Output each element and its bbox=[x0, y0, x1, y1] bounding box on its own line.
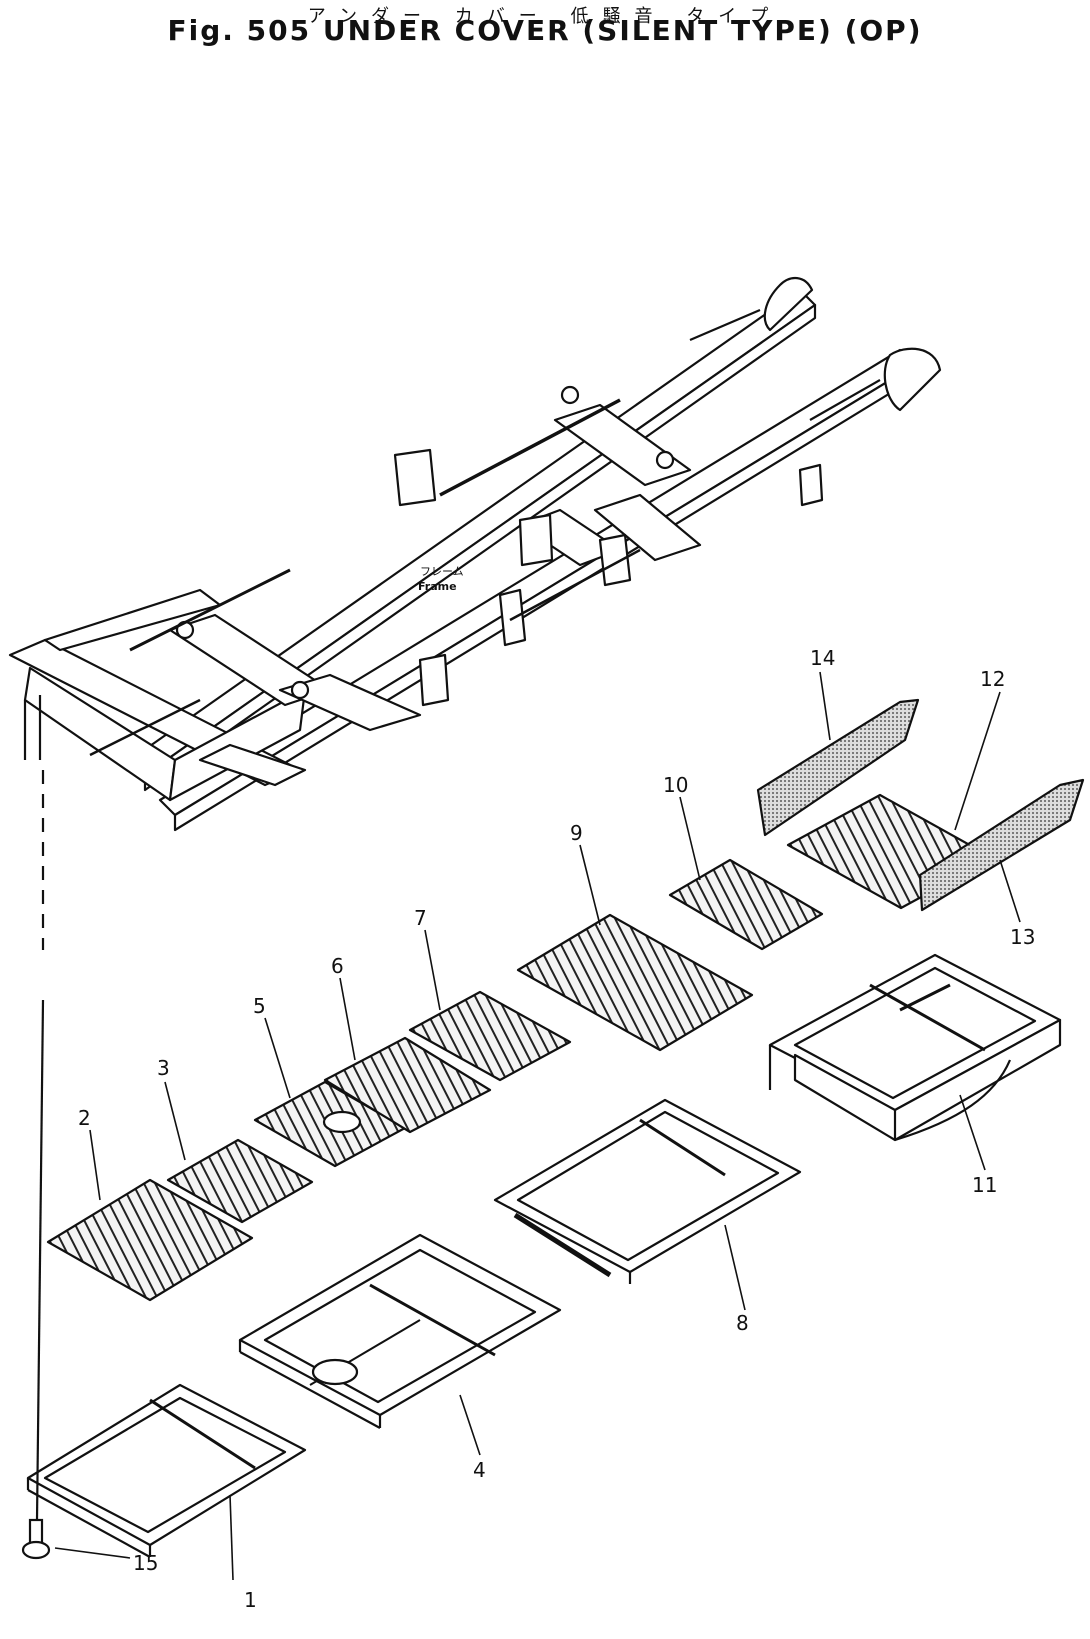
leader-lines bbox=[54, 671, 1021, 1581]
callout-3: 3 bbox=[157, 1056, 170, 1080]
callout-10: 10 bbox=[663, 773, 688, 797]
callout-4: 4 bbox=[473, 1458, 486, 1482]
grate-cover-7 bbox=[408, 990, 572, 1082]
bolt-15 bbox=[21, 770, 51, 1560]
callout-8: 8 bbox=[736, 1311, 749, 1335]
frame-label-japanese: フレーム bbox=[420, 565, 464, 578]
callout-11: 11 bbox=[972, 1173, 997, 1197]
under-cover-tray-11 bbox=[768, 953, 1062, 1142]
under-cover-tray-4 bbox=[238, 1233, 562, 1429]
callout-13: 13 bbox=[1010, 925, 1035, 949]
grate-cover-3 bbox=[166, 1138, 314, 1224]
under-cover-tray-8 bbox=[493, 1098, 802, 1284]
callout-6: 6 bbox=[331, 954, 344, 978]
callout-12: 12 bbox=[980, 667, 1005, 691]
figure-title: Fig. 505 UNDER COVER (SILENT TYPE) (OP) bbox=[167, 14, 923, 47]
vehicle-frame bbox=[8, 277, 942, 832]
side-panel-13 bbox=[918, 778, 1085, 912]
grate-cover-9 bbox=[516, 913, 754, 1052]
under-cover-tray-1 bbox=[26, 1383, 307, 1558]
callout-14: 14 bbox=[810, 646, 835, 670]
callout-5: 5 bbox=[253, 994, 266, 1018]
grate-cover-2 bbox=[46, 1178, 254, 1302]
callout-2: 2 bbox=[78, 1106, 91, 1130]
callout-9: 9 bbox=[570, 821, 583, 845]
side-panel-14 bbox=[756, 698, 920, 837]
callout-15: 15 bbox=[133, 1551, 158, 1575]
figure-title-japanese: アンダー カバー 低騒音 タイプ bbox=[307, 6, 783, 27]
grate-cover-10 bbox=[668, 858, 824, 951]
callout-1: 1 bbox=[244, 1588, 257, 1612]
side-panels bbox=[756, 698, 1085, 912]
callout-numbers: 1 2 3 4 5 6 7 8 9 10 11 12 13 14 15 bbox=[78, 646, 1035, 1612]
callout-7: 7 bbox=[414, 906, 427, 930]
frame-label: Frame bbox=[418, 580, 457, 593]
under-cover-trays bbox=[26, 953, 1062, 1558]
grate-cover-6 bbox=[323, 1036, 492, 1134]
